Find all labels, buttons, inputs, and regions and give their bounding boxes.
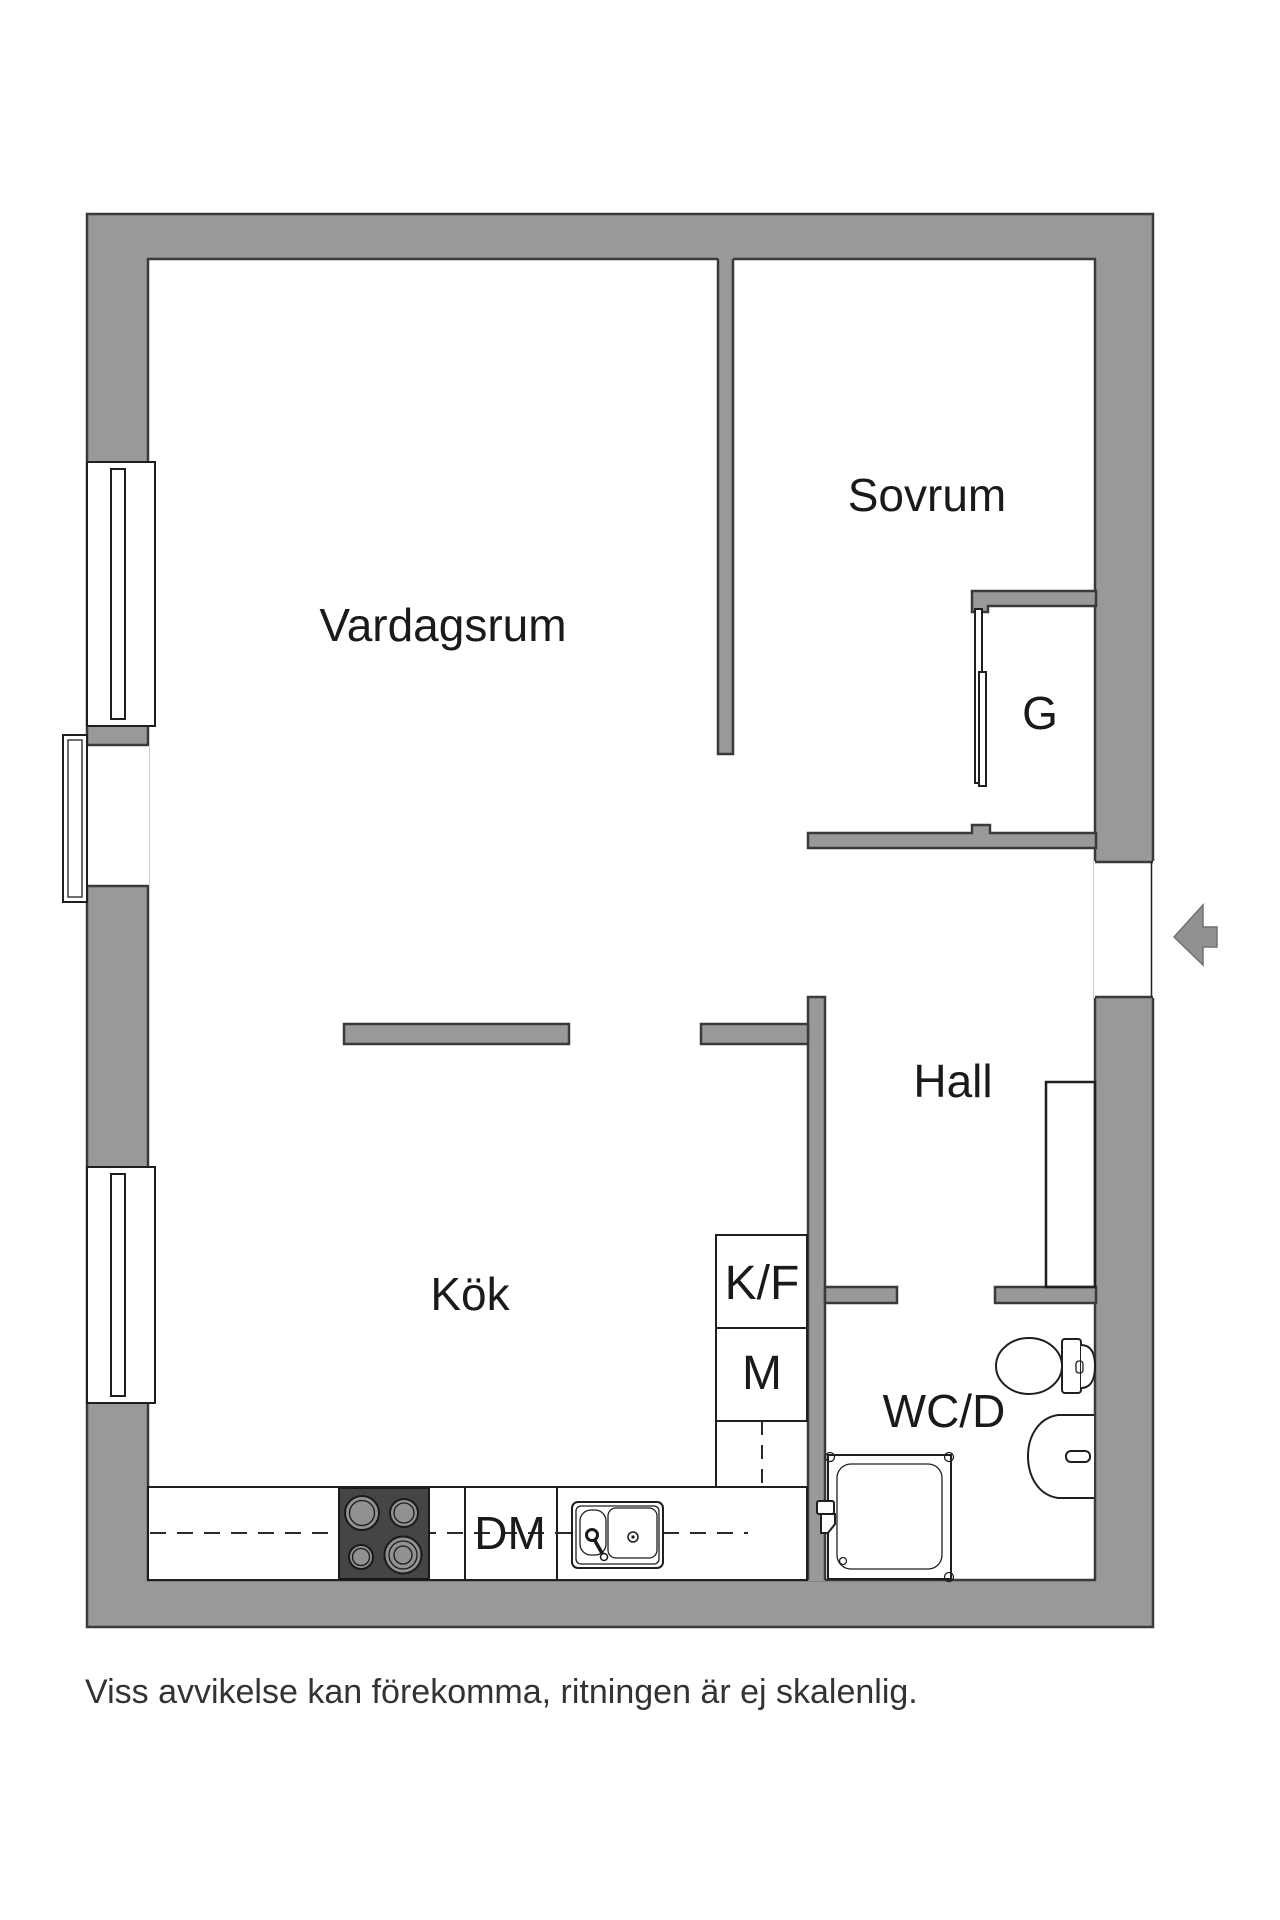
room-label-kok: Kök xyxy=(430,1268,510,1320)
kitchen-sink-icon xyxy=(571,1501,664,1569)
appliance-label-kf: K/F xyxy=(725,1257,800,1310)
room-label-garderob: G xyxy=(1022,687,1058,739)
stove-icon xyxy=(338,1487,430,1580)
window-icon xyxy=(86,1166,156,1404)
entry-arrow-icon xyxy=(1172,903,1218,967)
appliance-label-dm: DM xyxy=(474,1507,546,1559)
wall-stub-right xyxy=(699,1022,810,1046)
wall-stub-left xyxy=(342,1022,571,1046)
balcony-door-icon xyxy=(62,734,149,903)
room-label-sovrum: Sovrum xyxy=(848,469,1006,521)
washbasin-icon xyxy=(1026,1414,1094,1499)
openings xyxy=(62,461,1218,1404)
window-icon xyxy=(86,461,156,727)
wall-sovrum-hall xyxy=(806,823,1098,850)
outer-wall xyxy=(85,212,1155,1629)
wall-kok-hall xyxy=(808,997,825,1581)
closet-doors-icon xyxy=(974,608,987,787)
room-label-vardagsrum: Vardagsrum xyxy=(319,599,566,651)
wall-garderob-top xyxy=(970,589,1098,614)
hall-closet xyxy=(1044,1080,1097,1289)
appliance-column xyxy=(715,1234,808,1533)
wall-vardagsrum-sovrum xyxy=(718,256,733,754)
entry-opening xyxy=(1094,860,1155,999)
appliance-label-m: M xyxy=(742,1347,782,1400)
room-label-hall: Hall xyxy=(913,1055,992,1107)
wall-wcd-right-stub xyxy=(993,1285,1098,1305)
disclaimer-text: Viss avvikelse kan förekomma, ritningen … xyxy=(85,1673,918,1711)
washing-machine-icon xyxy=(816,1451,955,1583)
toilet-icon xyxy=(995,1337,1097,1395)
room-label-wcd: WC/D xyxy=(883,1385,1006,1437)
wall-wcd-left-stub xyxy=(823,1285,899,1305)
